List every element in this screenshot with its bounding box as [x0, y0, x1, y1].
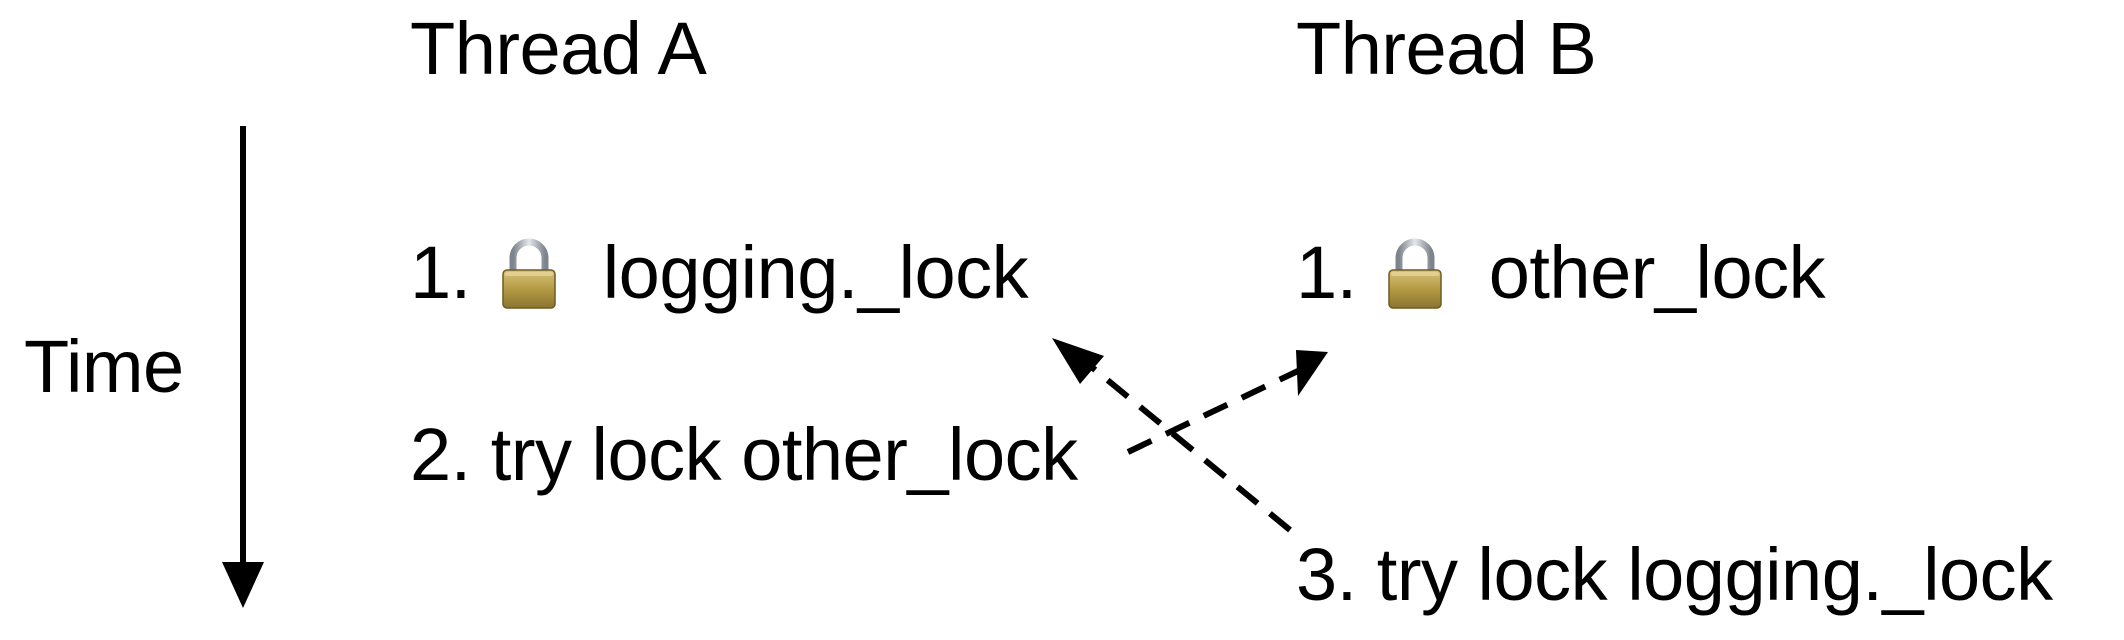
thread-a-step1-lock-name: logging._lock [602, 231, 1029, 314]
thread-b-step1: 1. ot [1296, 231, 1826, 314]
thread-a-heading: Thread A [410, 7, 707, 90]
arrow-a-to-other-lock [1126, 350, 1328, 455]
padlock-icon [499, 236, 559, 310]
thread-a-step1-number: 1. [410, 231, 471, 314]
time-axis-arrow [222, 126, 264, 608]
thread-b-step1-number: 1. [1296, 231, 1357, 314]
thread-b-step3: 3. try lock logging._lock [1296, 533, 2053, 616]
thread-a-step1: 1. lo [410, 231, 1029, 314]
thread-b-step1-lock-name: other_lock [1488, 231, 1826, 314]
time-axis-label: Time [24, 325, 184, 408]
thread-b-heading: Thread B [1296, 7, 1597, 90]
padlock-icon [1385, 236, 1445, 310]
thread-a-step2: 2. try lock other_lock [410, 413, 1078, 496]
arrow-b-to-logging-lock [1052, 338, 1292, 533]
